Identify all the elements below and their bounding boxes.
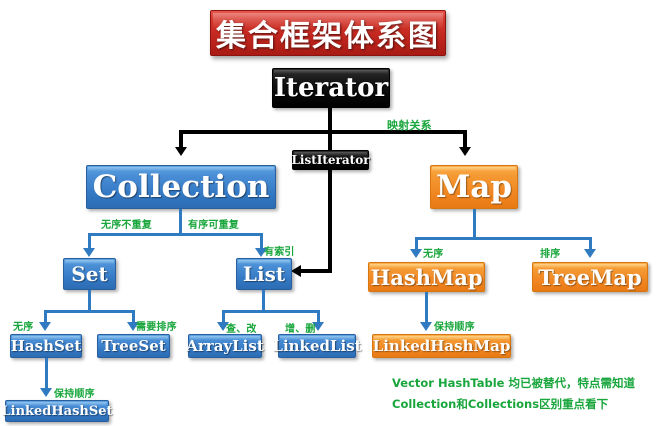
node-map[interactable]: Map [430, 165, 518, 209]
node-set[interactable]: Set [63, 258, 116, 290]
edge-iterator-stem [328, 108, 332, 133]
arrow-hashset-to-linkedhashset [40, 388, 52, 397]
edge-iterator-to-collection-drop [179, 130, 183, 149]
node-list[interactable]: List [236, 258, 292, 290]
edge-list-bus [222, 310, 320, 313]
arrow-collection-to-list [255, 248, 267, 257]
label-map-unordered: 无序 [423, 249, 444, 260]
label-ordered-duplicable: 有序可重复 [188, 220, 239, 231]
note-line-2: Collection和Collections区别重点看下 [392, 397, 609, 411]
label-unordered-unique: 无序不重复 [101, 220, 152, 231]
label-keeps-order-map: 保持顺序 [434, 322, 475, 333]
note-line-1: Vector HashTable 均已被替代，特点需知道 [392, 376, 635, 390]
edge-map-stem [473, 209, 476, 239]
node-collection[interactable]: Collection [86, 165, 276, 209]
node-set-label: Set [71, 262, 108, 286]
node-linkedhashset[interactable]: LinkedHashSet [1, 400, 113, 422]
arrow-iterator-to-map [459, 147, 471, 156]
node-treeset[interactable]: TreeSet [97, 334, 170, 358]
edge-set-to-treeset-drop [132, 310, 135, 324]
node-list-iterator[interactable]: ListIterator [291, 150, 370, 170]
node-list-label: List [242, 262, 286, 286]
edge-list-stem [262, 290, 265, 312]
node-linkedhashmap[interactable]: LinkedHashMap [372, 334, 511, 358]
edge-collection-to-list-drop [260, 233, 263, 250]
arrow-iterator-to-collection [175, 147, 187, 156]
label-query-modify: 查、改 [226, 324, 257, 335]
label-add-delete: 增、删 [285, 324, 316, 335]
edge-hashset-to-linkedhashset [45, 358, 48, 390]
edge-collection-bus [88, 233, 263, 236]
arrow-set-to-hashset [39, 322, 51, 331]
arrow-set-to-treeset [127, 322, 139, 331]
edge-map-to-hashmap-drop [415, 237, 418, 251]
node-linkedlist[interactable]: LinkedList [272, 334, 362, 358]
node-linkedhashset-label: LinkedHashSet [1, 403, 113, 419]
node-treeset-label: TreeSet [101, 337, 166, 355]
label-keeps-order-set: 保持顺序 [54, 389, 95, 400]
edge-list-to-linkedlist-drop [317, 310, 320, 324]
edge-set-stem [88, 290, 91, 312]
arrow-list-to-linkedlist [312, 322, 324, 331]
edge-listiterator-down [328, 170, 332, 273]
edge-set-to-hashset-drop [44, 310, 47, 324]
arrow-map-to-treemap [584, 249, 596, 258]
node-hashmap[interactable]: HashMap [368, 262, 485, 292]
label-set-unordered: 无序 [13, 322, 34, 333]
node-treemap-label: TreeMap [538, 264, 642, 290]
node-map-label: Map [435, 169, 513, 205]
edge-iterator-to-listiterator [328, 133, 332, 151]
node-collection-label: Collection [92, 169, 270, 205]
edge-listiterator-left [300, 269, 332, 273]
edge-iterator-bus [179, 130, 467, 134]
edge-hashmap-to-linkedhashmap [425, 292, 428, 324]
node-linkedhashmap-label: LinkedHashMap [372, 337, 511, 355]
node-arraylist[interactable]: ArrayList [186, 334, 264, 358]
edge-set-bus [44, 310, 135, 313]
diagram-title-banner: 集合框架体系图 [210, 10, 446, 56]
edge-iterator-to-map-drop [463, 130, 467, 149]
edge-map-to-treemap-drop [589, 237, 592, 251]
node-hashset-label: HashSet [10, 337, 82, 355]
edge-map-bus [415, 237, 592, 240]
label-map-sorted: 排序 [540, 249, 561, 260]
arrow-listiterator-to-list [291, 265, 301, 277]
arrow-hashmap-to-linkedhashmap [420, 322, 432, 331]
edge-list-to-arraylist-drop [222, 310, 225, 324]
node-treemap[interactable]: TreeMap [532, 262, 648, 292]
edge-collection-stem [179, 209, 182, 235]
page-title: 集合框架体系图 [216, 19, 440, 54]
node-linkedlist-label: LinkedList [272, 337, 362, 355]
node-list-iterator-label: ListIterator [291, 153, 370, 167]
arrow-map-to-hashmap [410, 249, 422, 258]
label-indexed: 有索引 [264, 247, 295, 258]
arrow-collection-to-set [83, 248, 95, 257]
label-mapping-relation: 映射关系 [387, 119, 432, 132]
label-needs-sorting: 需要排序 [136, 322, 177, 333]
node-hashmap-label: HashMap [370, 264, 483, 290]
node-iterator-label: Iterator [273, 73, 389, 103]
node-hashset[interactable]: HashSet [10, 334, 82, 358]
edge-collection-to-set-drop [88, 233, 91, 250]
node-iterator[interactable]: Iterator [272, 68, 390, 108]
node-arraylist-label: ArrayList [186, 337, 264, 355]
arrow-list-to-arraylist [217, 322, 229, 331]
